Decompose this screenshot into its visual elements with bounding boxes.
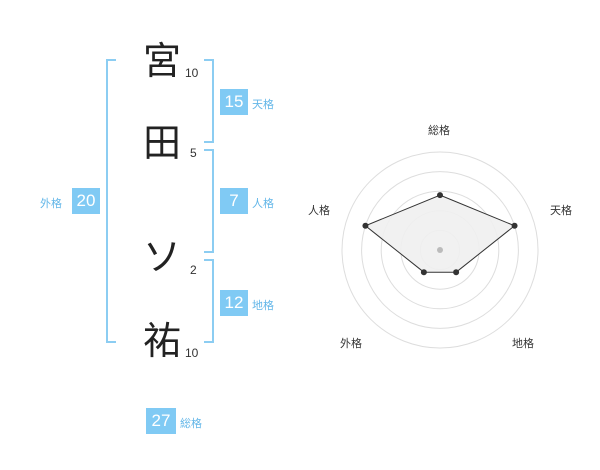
radar-point-2 [453, 269, 460, 276]
name-char-3: ソ [142, 235, 181, 279]
name-char-4: 祐 [142, 319, 181, 363]
radar-label-jinkaku: 人格 [308, 204, 330, 217]
radar-point-1 [511, 222, 518, 229]
radar-ring [341, 151, 539, 349]
soukaku-value: 27 [146, 408, 176, 434]
radar-series-polygon [364, 194, 516, 273]
tenkaku-label: 天格 [252, 98, 274, 111]
radar-label-chikaku: 地格 [512, 337, 534, 350]
radar-center-dot [437, 247, 443, 253]
jinkaku-label: 人格 [252, 197, 274, 210]
name-char-1: 宮 [142, 39, 181, 83]
radar-chart [341, 151, 539, 349]
jinkaku-bracket [204, 149, 214, 253]
radar-point-0 [437, 192, 443, 199]
jinkaku-value: 7 [220, 188, 248, 214]
radar-label-gaikaku: 外格 [340, 337, 362, 350]
soukaku-label: 総格 [180, 417, 202, 430]
radar-point-4 [362, 222, 369, 229]
chikaku-label: 地格 [252, 299, 274, 312]
tenkaku-bracket [204, 59, 214, 143]
chikaku-bracket [204, 259, 214, 343]
stroke-count-2: 5 [190, 146, 197, 160]
chikaku-value: 12 [220, 290, 248, 316]
radar-ring [380, 190, 500, 310]
gaikaku-bracket [106, 59, 116, 343]
tenkaku-value: 15 [220, 89, 248, 115]
stroke-count-4: 10 [185, 346, 199, 360]
radar-ring [361, 171, 519, 329]
stroke-count-1: 10 [185, 66, 199, 80]
stroke-count-3: 2 [190, 263, 197, 277]
radar-point-3 [420, 269, 427, 276]
radar-label-soukaku: 総格 [428, 124, 450, 137]
name-char-2: 田 [142, 121, 181, 165]
radar-label-tenkaku: 天格 [550, 204, 572, 217]
gaikaku-label: 外格 [40, 197, 62, 210]
gaikaku-value: 20 [72, 188, 100, 214]
